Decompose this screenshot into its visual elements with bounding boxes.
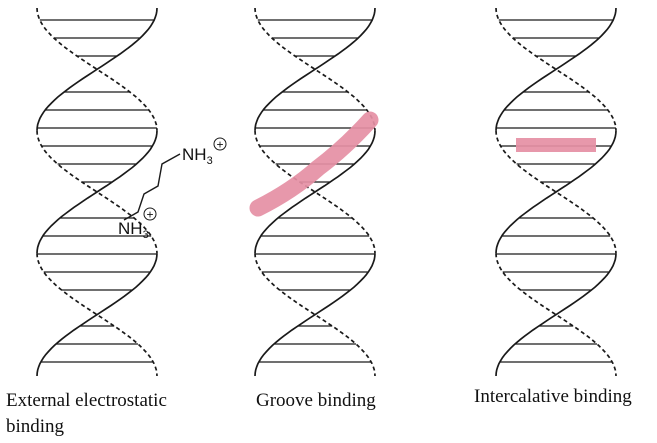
backbone-strand-back — [36, 130, 158, 254]
backbone-strand-back — [254, 7, 376, 131]
svg-text:+: + — [216, 138, 223, 152]
backbone-strand-front — [495, 253, 617, 377]
panel-external-electrostatic: NH3 + NH3 + External electrostatic bindi… — [6, 7, 227, 437]
backbone-strand-front — [495, 130, 617, 254]
backbone-strand-front — [254, 130, 376, 254]
panel-groove-binding: Groove binding — [249, 7, 379, 411]
caption-external-line2: binding — [6, 416, 65, 437]
backbone-strand-front — [36, 253, 158, 377]
groove-binder-drug — [249, 111, 379, 217]
backbone-strand-front — [254, 7, 376, 131]
backbone-strand-back — [254, 253, 376, 377]
charge-bottom-icon: + — [143, 207, 157, 222]
caption-groove: Groove binding — [256, 390, 376, 411]
charge-top-icon: + — [213, 137, 227, 152]
backbone-strand-front — [254, 253, 376, 377]
panel-intercalative-binding: Intercalative binding — [474, 7, 632, 407]
backbone-strand-back — [495, 130, 617, 254]
polyamine-ligand: NH3 + NH3 + — [118, 137, 227, 241]
backbone-strand-back — [495, 253, 617, 377]
backbone-strand-back — [36, 253, 158, 377]
nh3-bottom-label: NH3 — [118, 219, 149, 241]
caption-external-line1: External electrostatic — [6, 390, 167, 411]
dna-helix-external — [36, 7, 158, 377]
dna-helix-intercalative — [495, 7, 617, 377]
backbone-strand-front — [495, 7, 617, 131]
backbone-strand-back — [36, 7, 158, 131]
svg-text:+: + — [146, 208, 153, 222]
backbone-strand-front — [36, 130, 158, 254]
intercalator-drug — [516, 138, 596, 152]
caption-intercalative: Intercalative binding — [474, 386, 632, 407]
backbone-strand-front — [36, 7, 158, 131]
backbone-strand-back — [495, 7, 617, 131]
backbone-strand-back — [254, 130, 376, 254]
ligand-chain — [123, 153, 181, 221]
nh3-top-label: NH3 — [182, 145, 213, 167]
